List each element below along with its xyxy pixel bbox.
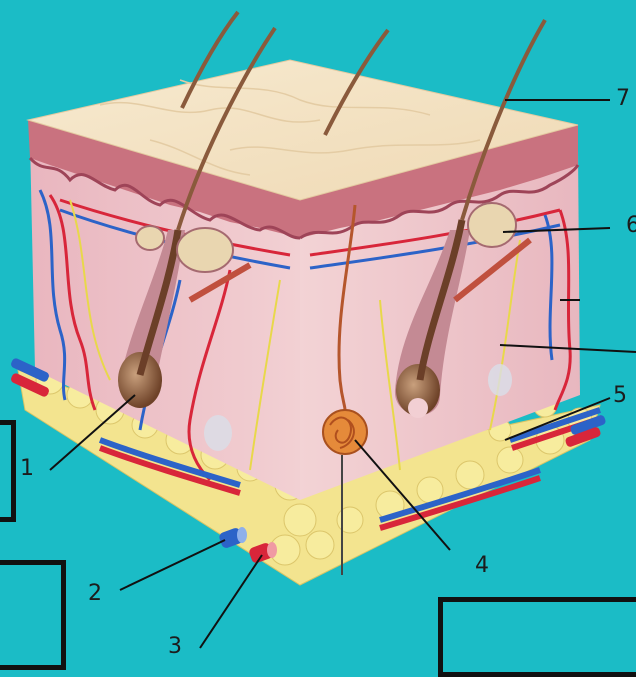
label-3: 3 xyxy=(168,636,182,658)
answer-box-left[interactable] xyxy=(0,420,16,522)
pressure-receptor-left xyxy=(204,415,232,451)
answer-box-bottom-right[interactable] xyxy=(438,597,636,677)
pressure-receptor-right xyxy=(488,364,512,396)
label-4: 4 xyxy=(475,555,489,577)
label-1: 1 xyxy=(20,458,34,480)
label-2: 2 xyxy=(88,583,102,605)
label-7: 7 xyxy=(616,88,630,110)
skin-block-illustration xyxy=(0,0,636,663)
answer-box-bottom-left[interactable] xyxy=(0,560,66,670)
label-6: 6 xyxy=(626,215,636,237)
label-5: 5 xyxy=(613,385,627,407)
skin-diagram: 1 2 3 4 5 6 7 xyxy=(0,0,636,663)
